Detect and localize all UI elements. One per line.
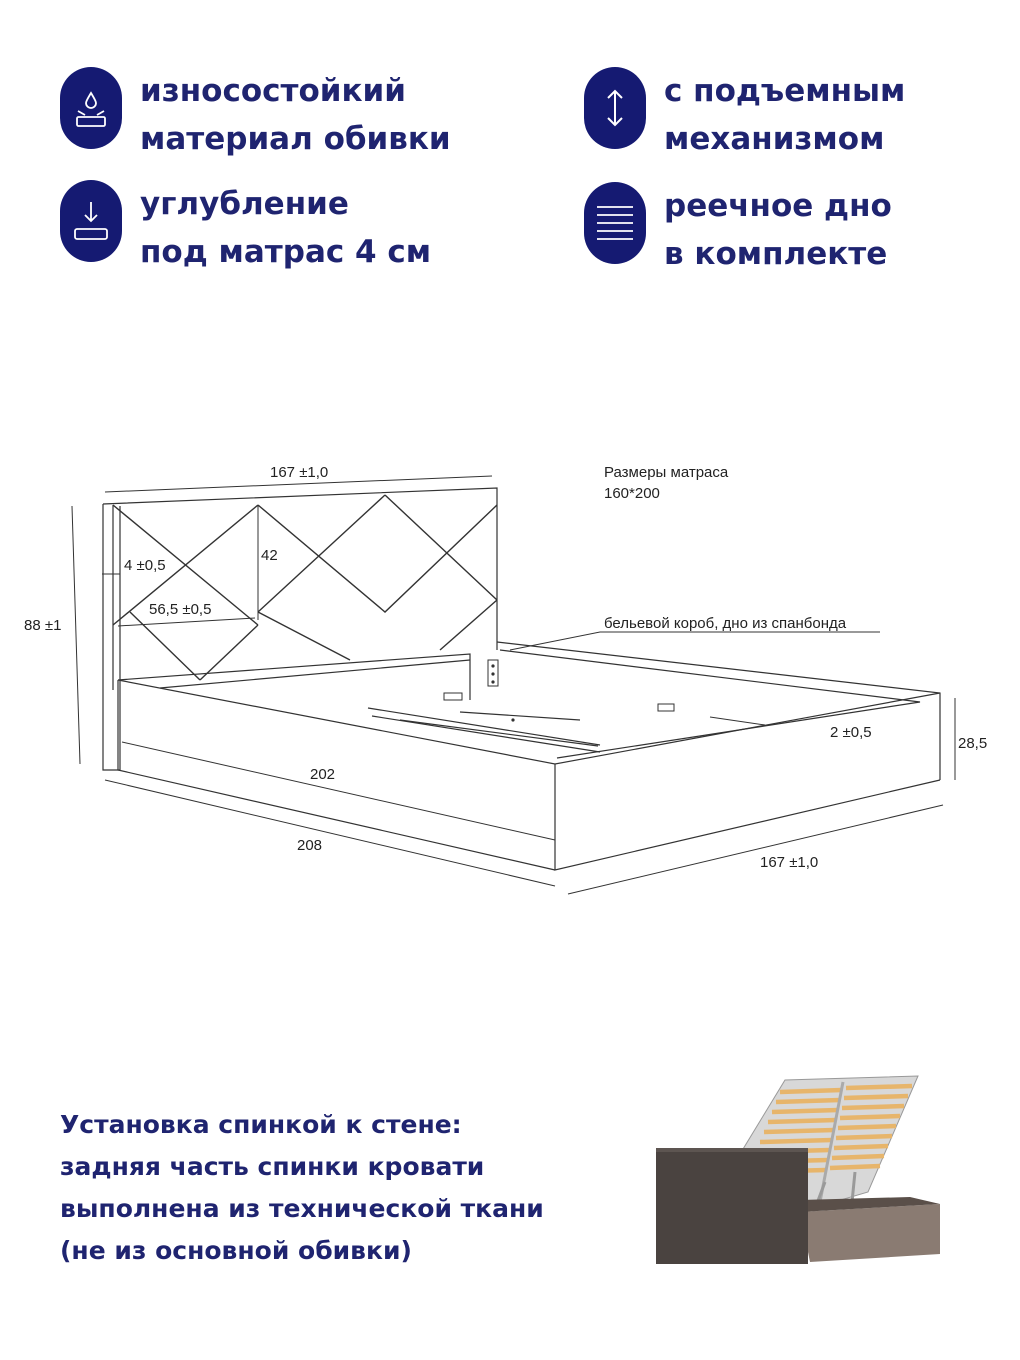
bed-technical-drawing: 167 ±1,0 Размеры матраса 160*200 88 ±1 4… — [24, 464, 987, 895]
dim-height: 88 ±1 — [24, 617, 61, 634]
download-tray-icon — [60, 180, 122, 262]
dim-frame-height: 28,5 — [958, 735, 987, 752]
feature-line: износостойкий — [140, 73, 406, 109]
install-note: Установка спинкой к стене: задняя часть … — [60, 1104, 544, 1272]
feature-line: механизмом — [664, 121, 885, 157]
feature-line: реечное дно — [664, 188, 892, 224]
feature-line: с подъемным — [664, 73, 906, 109]
bed-photo — [656, 1075, 940, 1264]
dim-side-thickness: 2 ±0,5 — [830, 724, 872, 741]
slats-lines-icon — [584, 182, 646, 264]
feature-line: под матрас 4 см — [140, 234, 432, 270]
mattress-size: 160*200 — [604, 485, 660, 502]
feature-line: в комплекте — [664, 236, 888, 272]
dim-inner-length: 202 — [310, 766, 335, 783]
dim-outer-length: 208 — [297, 837, 322, 854]
headboard — [656, 1148, 808, 1264]
install-note-line: (не из основной обивки) — [60, 1236, 412, 1265]
install-note-line: задняя часть спинки кровати — [60, 1152, 485, 1181]
install-note-line: Установка спинкой к стене: — [60, 1110, 462, 1139]
dim-rhomb-width: 56,5 ±0,5 — [149, 601, 211, 618]
mattress-title: Размеры матраса — [604, 464, 729, 481]
feature-line: материал обивки — [140, 121, 451, 157]
fabric-drop-icon — [60, 67, 122, 149]
install-note-line: выполнена из технической ткани — [60, 1194, 544, 1223]
dim-rhomb-height: 42 — [261, 547, 278, 564]
feature-line: углубление — [140, 186, 349, 222]
dim-head-thickness: 4 ±0,5 — [124, 557, 166, 574]
up-down-arrow-icon — [584, 67, 646, 149]
dim-top-width: 167 ±1,0 — [270, 464, 328, 481]
storage-note: бельевой короб, дно из спанбонда — [604, 615, 847, 632]
dim-frame-width: 167 ±1,0 — [760, 854, 818, 871]
